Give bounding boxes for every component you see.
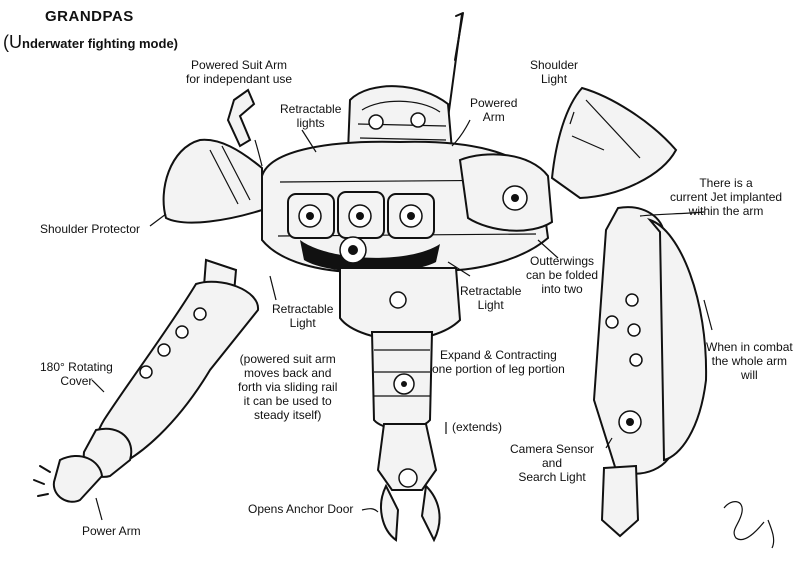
right-hand-claw xyxy=(600,464,640,538)
powered-suit-arm-claw xyxy=(226,88,256,148)
subtitle-rest: nderwater fighting mode) xyxy=(22,36,178,51)
head-cluster xyxy=(346,85,454,154)
label-power-arm: Power Arm xyxy=(82,524,141,538)
label-shoulder-light: Shoulder Light xyxy=(530,58,579,86)
right-shoulder-light xyxy=(550,86,678,200)
label-retractable-light-right: Retractable Light xyxy=(460,284,522,312)
torso-cavity xyxy=(300,240,440,273)
label-rotating-cover: 180° Rotating Cover xyxy=(40,360,113,388)
label-sliding-rail: (powered suit arm moves back and forth v… xyxy=(238,352,338,422)
label-extends: (extends) xyxy=(452,420,503,434)
power-arm-claw xyxy=(52,455,104,503)
right-arm-fin xyxy=(646,217,708,462)
label-camera-sensor: Camera Sensor and Search Light xyxy=(510,442,595,484)
label-current-jet: There is a current Jet implanted within … xyxy=(670,176,783,218)
label-retractable-light-left: Retractable Light xyxy=(272,302,334,330)
label-opens-anchor-door: Opens Anchor Door xyxy=(248,502,354,516)
left-shoulder-protector xyxy=(162,138,263,224)
label-combat: When in combat the whole arm will xyxy=(706,340,793,382)
label-expand-contract: Expand & Contracting one portion of leg … xyxy=(432,348,565,376)
label-powered-arm: Powered Arm xyxy=(470,96,518,124)
anchor-claw-right xyxy=(420,483,441,543)
subtitle-initial: U xyxy=(9,32,22,52)
diagram-title: GRANDPAS xyxy=(45,8,134,25)
anchor-claw-left xyxy=(380,483,400,542)
artist-signature xyxy=(723,501,775,549)
subtitle-open-paren: ( xyxy=(3,32,9,52)
label-powered-suit-arm: Powered Suit Arm for independant use xyxy=(186,58,293,86)
label-shoulder-protector: Shoulder Protector xyxy=(40,222,141,236)
diagram-subtitle: (Underwater fighting mode) xyxy=(3,32,178,53)
leg-extension xyxy=(376,423,438,491)
label-retractable-lights: Retractable lights xyxy=(280,102,342,130)
label-outterwings: Outterwings can be folded into two xyxy=(526,254,599,296)
